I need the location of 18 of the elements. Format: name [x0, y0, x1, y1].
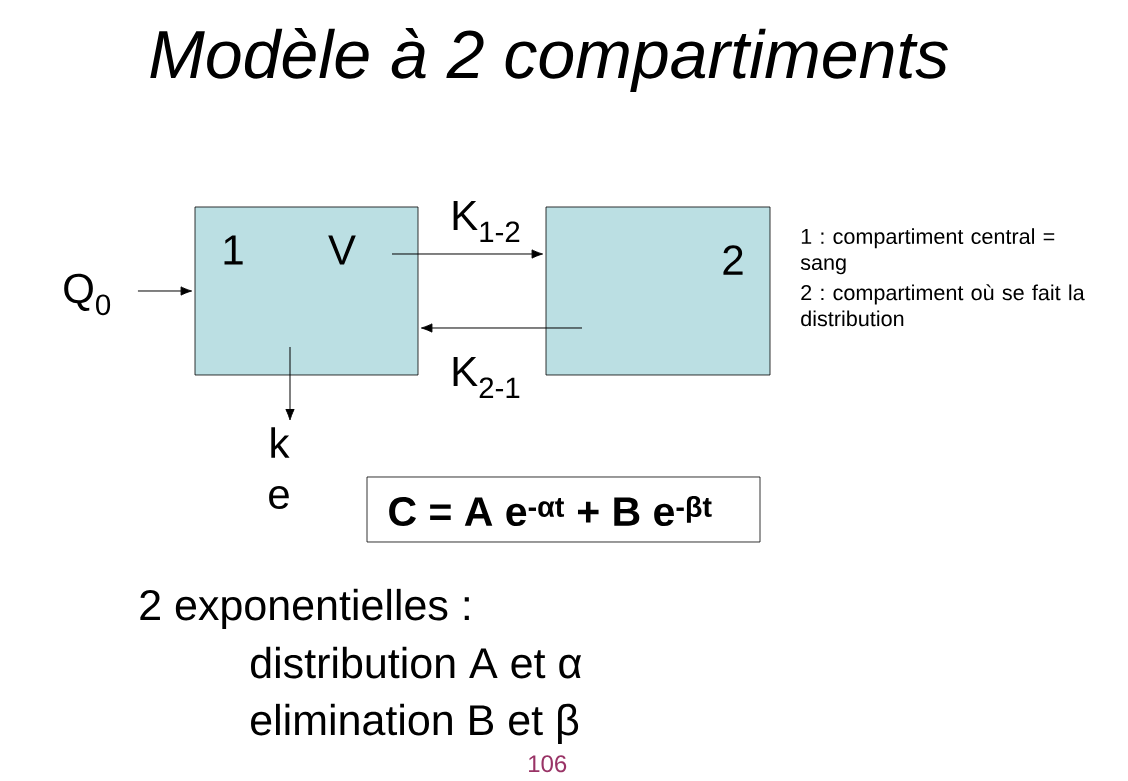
note-text: 1 : compartiment central = sang — [800, 228, 1055, 275]
edge-label: K$_{2-1}$ — [449, 356, 523, 399]
arrow — [391, 249, 544, 259]
body-text: 2 exponentielles : — [140, 588, 469, 629]
quantity-label: Q$_{0}$ — [64, 273, 111, 316]
note-text: 2 : compartiment où se fait la distribution — [801, 284, 1085, 327]
compartment-box: 1 V — [194, 206, 419, 376]
rate-label: k e — [269, 427, 290, 510]
compartment-box: 2 — [545, 206, 771, 376]
title: Modèle à 2 compartiments — [150, 27, 948, 93]
body-text: elimination B et β — [251, 703, 579, 744]
edge-label: K$_{1-2}$ — [449, 200, 523, 243]
page-number: 106 — [529, 755, 567, 773]
arrow — [285, 346, 295, 421]
equation-box: C = A e$^{-αt}$ + B e$^{-βt}$ — [366, 476, 761, 543]
arrow — [420, 323, 583, 333]
body-text: distribution A et α — [251, 646, 582, 679]
arrow — [137, 286, 193, 296]
